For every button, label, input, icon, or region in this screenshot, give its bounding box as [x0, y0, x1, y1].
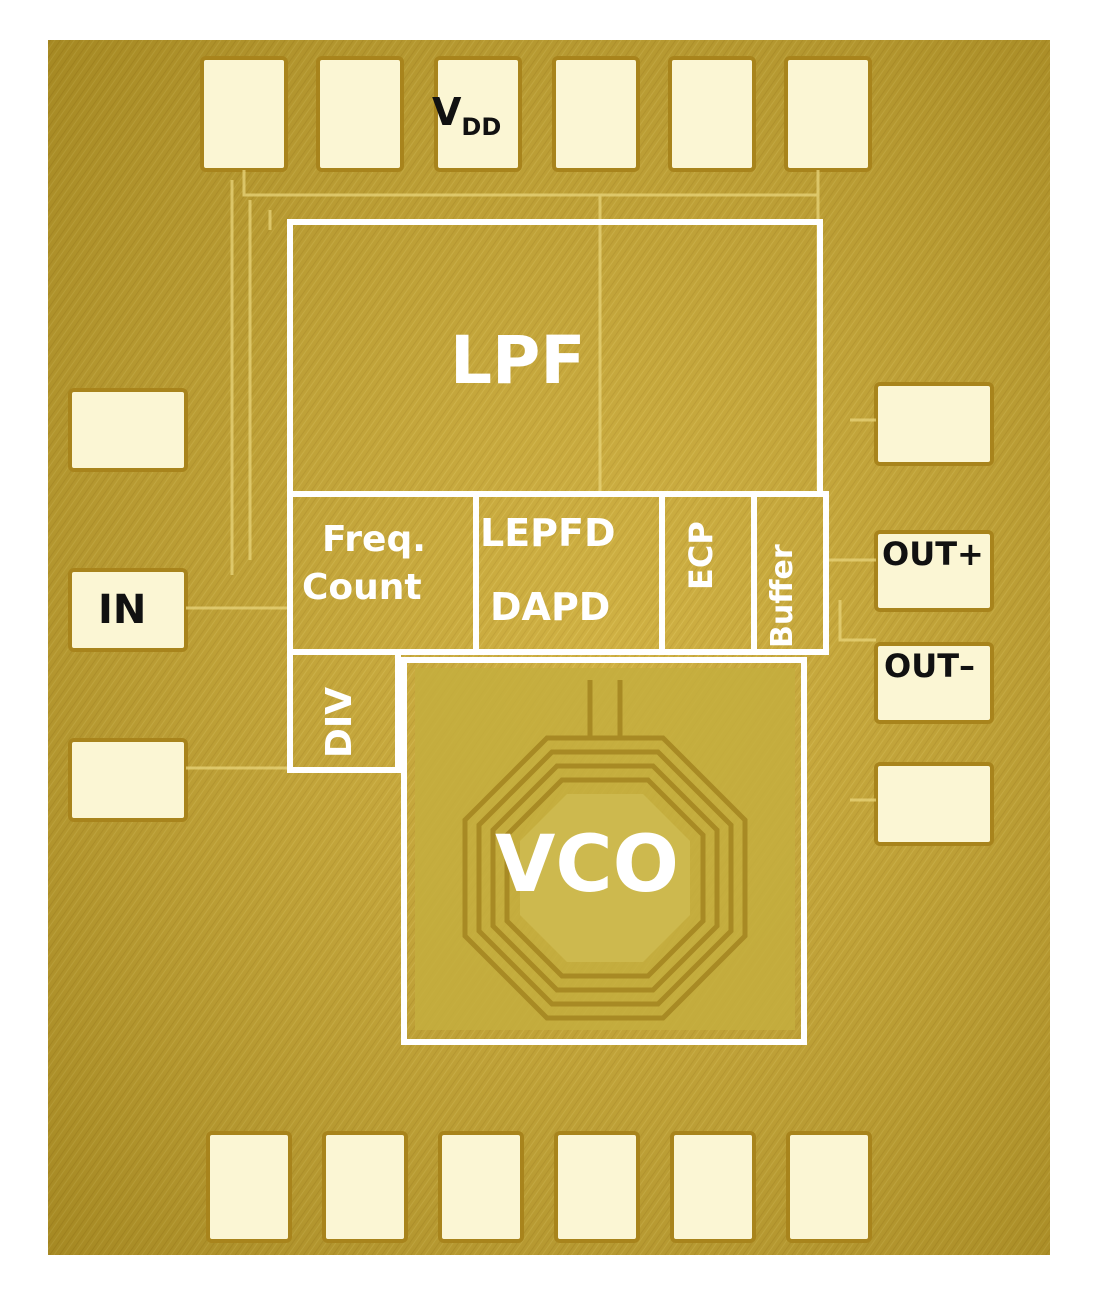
vdd-label: VDD	[432, 93, 501, 139]
lepfd-label-line2: DAPD	[490, 585, 611, 629]
vdd-subscript: DD	[461, 113, 502, 141]
vco-label: VCO	[495, 820, 679, 910]
vco-inductor	[462, 735, 748, 1021]
block-outlines	[287, 219, 829, 1045]
top-pad-row	[200, 56, 872, 172]
vco-block	[401, 657, 807, 1045]
lpf-label: LPF	[450, 322, 586, 399]
ecp-label: ECP	[682, 521, 720, 590]
out-minus-label: OUT–	[884, 647, 976, 685]
buffer-label: Buffer	[765, 544, 800, 648]
buffer-block	[751, 491, 829, 655]
vco-core	[520, 794, 690, 962]
div-label: DIV	[319, 686, 360, 758]
freq-count-label-line2: Count	[302, 567, 422, 608]
lepfd-label-line1: LEPFD	[480, 511, 616, 555]
out-plus-label: OUT+	[882, 535, 984, 573]
in-label: IN	[98, 587, 147, 633]
div-block	[287, 649, 401, 773]
bottom-pad-row	[206, 1131, 872, 1243]
right-pad-column	[874, 382, 994, 846]
freq-count-label-line1: Freq.	[322, 519, 426, 560]
left-pad-column	[68, 388, 188, 822]
vdd-main: V	[432, 90, 462, 134]
